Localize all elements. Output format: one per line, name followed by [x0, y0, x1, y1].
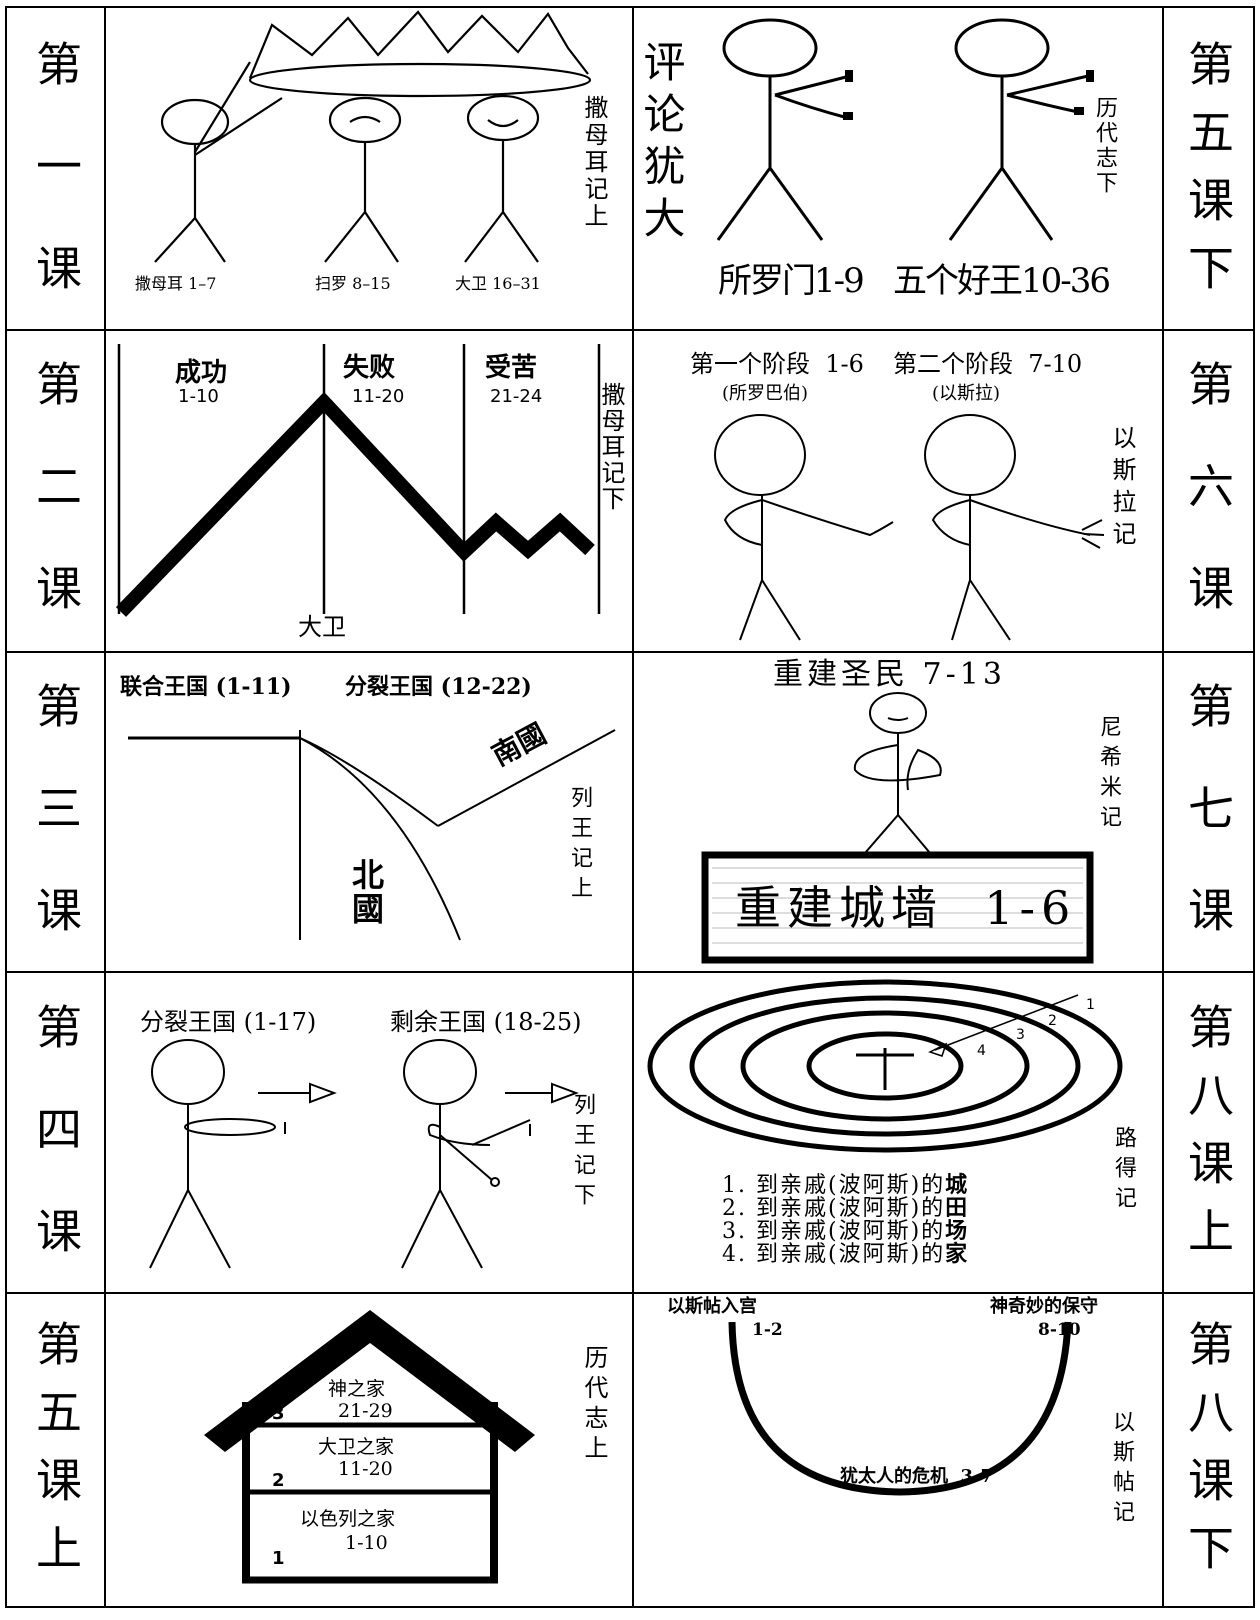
- ruth-line-3: 3. 到亲戚(波阿斯)的场: [722, 1220, 967, 1243]
- samuel2-phase-1-range: 1-10: [178, 386, 219, 407]
- ruth-line-4-text: 4. 到亲戚(波阿斯)的: [722, 1242, 946, 1267]
- ruth-line-3-bold: 场: [945, 1218, 968, 1244]
- kings2-right-label: 剩余王国 (18-25): [390, 1008, 582, 1036]
- esther-left-label: 以斯帖入宫: [667, 1296, 757, 1317]
- nehemiah-book-title: 尼希米记: [1096, 715, 1121, 835]
- samuel2-phase-2-range: 11-20: [352, 386, 405, 407]
- row-1-left-label: 第一课: [29, 40, 83, 346]
- chronicles2-book-title: 历代志下: [1092, 96, 1117, 196]
- row-2-left-label: 第二课: [29, 360, 83, 666]
- row-3-right-label: 第七课: [1181, 682, 1235, 988]
- samuel2-pivot-label: 大卫: [298, 613, 346, 641]
- row-3-left-label: 第三课: [29, 682, 83, 988]
- row-4-left-label: 第四课: [29, 1003, 83, 1309]
- ruth-line-2-text: 2. 到亲戚(波阿斯)的: [722, 1196, 946, 1221]
- samuel1-figure-label-3: 大卫 16–31: [455, 274, 541, 293]
- row-2-right-label: 第六课: [1181, 360, 1235, 666]
- row-5-left-label: 第五课上: [29, 1320, 83, 1592]
- samuel1-figure-label-1: 撒母耳 1–7: [135, 274, 217, 293]
- ruth-book-title: 路得记: [1111, 1126, 1136, 1216]
- samuel2-phase-1-title: 成功: [175, 358, 228, 388]
- chronicles1-floor-2-range: 11-20: [338, 1458, 393, 1480]
- ruth-lines: 1. 到亲戚(波阿斯)的城 2. 到亲戚(波阿斯)的田 3. 到亲戚(波阿斯)的…: [722, 1174, 967, 1266]
- ezra-book-title: 以斯拉记: [1108, 425, 1136, 553]
- ruth-ring-number-1: 1: [1086, 997, 1095, 1013]
- samuel2-book-title: 撒母耳记下: [597, 382, 625, 512]
- chronicles1-floor-1-range: 1-10: [345, 1532, 388, 1554]
- kings2-book-title: 列王记下: [570, 1093, 595, 1213]
- chronicles1-floor-3-range: 21-29: [338, 1400, 393, 1422]
- ruth-line-1-bold: 城: [945, 1172, 968, 1198]
- chronicles2-side-title: 评论犹大: [637, 40, 686, 248]
- samuel1-book-title: 撒母耳记上: [580, 95, 608, 230]
- ruth-line-1: 1. 到亲戚(波阿斯)的城: [722, 1174, 967, 1197]
- chronicles1-book-title: 历代志上: [580, 1345, 608, 1465]
- row-5-right-label: 第八课下: [1181, 1320, 1235, 1592]
- esther-left-range: 1-2: [752, 1320, 783, 1340]
- ruth-ring-number-2: 2: [1048, 1013, 1057, 1029]
- row-1-right-label: 第五课下: [1181, 40, 1235, 312]
- ezra-stage-1-leader: (所罗巴伯): [722, 383, 809, 404]
- esther-right-range: 8-10: [1038, 1320, 1081, 1340]
- nehemiah-wall-label: 重建城墙 1-6: [735, 881, 1077, 935]
- chronicles1-floor-3-name: 神之家: [328, 1378, 386, 1400]
- ezra-stage-2: 第二个阶段 7-10: [893, 350, 1083, 378]
- esther-book-title: 以斯帖记: [1109, 1410, 1134, 1530]
- nehemiah-top-label: 重建圣民 7-13: [773, 657, 1006, 692]
- esther-bottom-label: 犹太人的危机 3-7: [840, 1466, 994, 1487]
- kings2-left-label: 分裂王国 (1-17): [140, 1008, 317, 1036]
- ruth-line-1-text: 1. 到亲戚(波阿斯)的: [722, 1173, 946, 1198]
- ruth-line-4-bold: 家: [945, 1241, 968, 1267]
- kings1-north-label: 北國: [347, 858, 385, 926]
- kings1-divided-label: 分裂王国 (12-22): [345, 674, 532, 700]
- chronicles1-floor-3-number: 3: [272, 1403, 285, 1424]
- chronicles1-floor-1-name: 以色列之家: [300, 1508, 396, 1530]
- ruth-line-4: 4. 到亲戚(波阿斯)的家: [722, 1243, 967, 1266]
- ezra-stage-2-leader: (以斯拉): [932, 383, 1001, 404]
- row-4-right-label: 第八课上: [1181, 1003, 1235, 1275]
- chronicles1-floor-2-number: 2: [272, 1470, 285, 1491]
- ruth-ring-number-4: 4: [977, 1043, 986, 1059]
- kings1-united-label: 联合王国 (1-11): [120, 674, 292, 700]
- esther-right-label: 神奇妙的保守: [990, 1296, 1098, 1317]
- chronicles1-floor-2-name: 大卫之家: [318, 1436, 395, 1458]
- chronicles2-kings-label: 五个好王10-36: [893, 261, 1111, 301]
- samuel1-figure-label-2: 扫罗 8–15: [315, 274, 391, 293]
- kings1-book-title: 列王记上: [567, 786, 592, 906]
- chronicles2-solomon-label: 所罗门1-9: [718, 261, 865, 301]
- samuel2-phase-3-range: 21-24: [490, 386, 543, 407]
- ruth-line-2: 2. 到亲戚(波阿斯)的田: [722, 1197, 967, 1220]
- chronicles1-floor-1-number: 1: [272, 1548, 285, 1569]
- samuel2-phase-2-title: 失败: [343, 353, 396, 383]
- ruth-line-3-text: 3. 到亲戚(波阿斯)的: [722, 1219, 946, 1244]
- ruth-ring-number-3: 3: [1016, 1027, 1025, 1043]
- ezra-stage-1: 第一个阶段 1-6: [690, 350, 864, 378]
- ruth-line-2-bold: 田: [945, 1195, 968, 1221]
- samuel2-phase-3-title: 受苦: [485, 353, 538, 383]
